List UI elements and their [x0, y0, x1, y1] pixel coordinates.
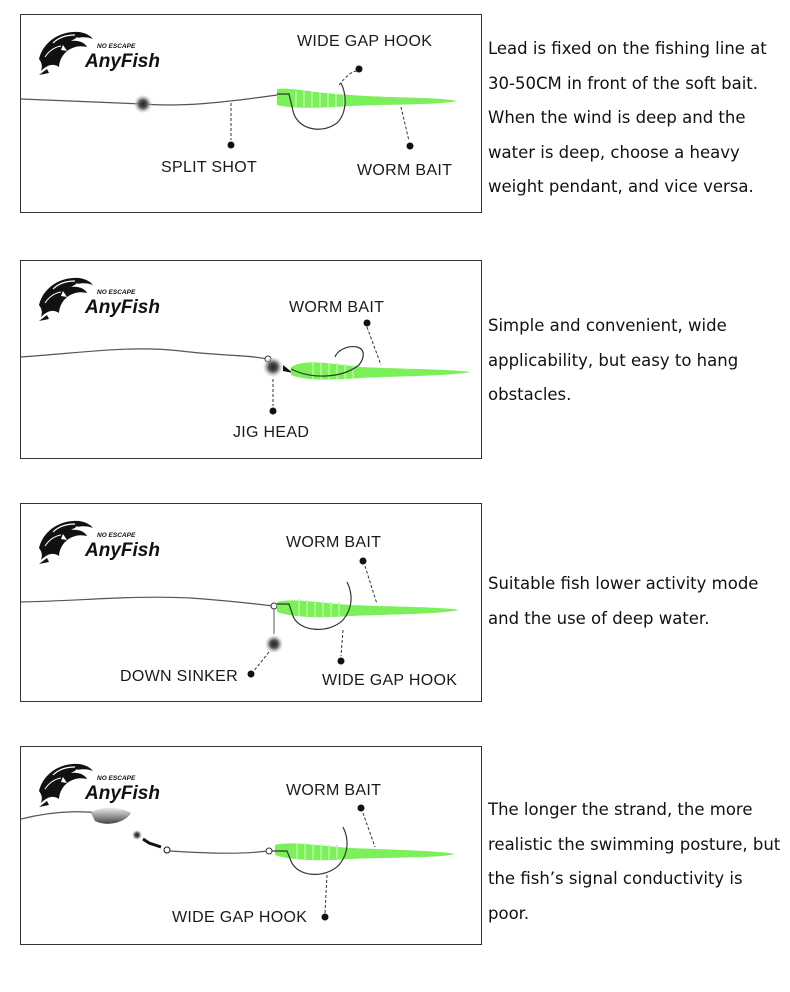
- bead: [132, 830, 142, 840]
- brand-name: AnyFish: [84, 540, 160, 561]
- brand-tagline: NO ESCAPE: [97, 532, 136, 539]
- description-split-shot: Lead is fixed on the fishing line at 30-…: [488, 39, 767, 196]
- wide-gap-hook: [277, 581, 352, 630]
- jig-head-rig-diagram: NO ESCAPE AnyFish WORM BAIT JIG HEAD: [21, 277, 471, 441]
- brand-tagline: NO ESCAPE: [97, 289, 136, 296]
- worm-bait: [277, 599, 459, 618]
- rig-panel-split-shot: NO ESCAPE AnyFish WIDE GAP HOOK SPLIT SH…: [20, 14, 482, 213]
- drop-shot-rig-diagram: NO ESCAPE AnyFish WORM BAIT DOWN SINKER …: [21, 520, 459, 689]
- rig-panel-jig-head: NO ESCAPE AnyFish WORM BAIT JIG HEAD: [20, 260, 482, 459]
- label-split-shot: SPLIT SHOT: [161, 159, 257, 176]
- label-wide-gap-hook: WIDE GAP HOOK: [297, 33, 432, 50]
- jig-hook: [290, 346, 364, 377]
- label-worm-bait: WORM BAIT: [286, 534, 381, 551]
- label-wide-gap-hook: WIDE GAP HOOK: [322, 672, 457, 689]
- description-drop-shot: Suitable fish lower activity mode and th…: [488, 574, 759, 628]
- down-sinker-weight: [265, 635, 283, 653]
- fishing-line: [21, 348, 268, 360]
- rig-panel-carolina: NO ESCAPE AnyFish WORM BAIT WIDE GAP HOO…: [20, 746, 482, 945]
- brand-logo: NO ESCAPE AnyFish: [38, 31, 160, 76]
- label-worm-bait: WORM BAIT: [289, 299, 384, 316]
- rig-panel-drop-shot: NO ESCAPE AnyFish WORM BAIT DOWN SINKER …: [20, 503, 482, 702]
- wide-gap-hook: [277, 82, 346, 130]
- brand-tagline: NO ESCAPE: [97, 775, 136, 782]
- leader-line: [169, 850, 268, 854]
- brand-name: AnyFish: [84, 51, 160, 72]
- description-carolina: The longer the strand, the more realisti…: [488, 800, 781, 923]
- wide-gap-hook: [272, 826, 348, 875]
- bullet-sinker: [91, 807, 131, 824]
- split-shot-weight: [134, 95, 152, 113]
- brand-tagline: NO ESCAPE: [97, 43, 136, 50]
- label-worm-bait: WORM BAIT: [357, 162, 452, 179]
- brand-name: AnyFish: [84, 783, 160, 804]
- fishing-line: [21, 596, 274, 607]
- carolina-rig-diagram: NO ESCAPE AnyFish WORM BAIT WIDE GAP HOO…: [21, 763, 455, 926]
- split-shot-rig-diagram: NO ESCAPE AnyFish WIDE GAP HOOK SPLIT SH…: [21, 31, 457, 179]
- label-worm-bait: WORM BAIT: [286, 782, 381, 799]
- label-down-sinker: DOWN SINKER: [120, 668, 238, 685]
- brand-name: AnyFish: [84, 297, 160, 318]
- worm-bait: [277, 88, 457, 108]
- brand-logo: NO ESCAPE AnyFish: [38, 277, 160, 322]
- swivel: [142, 837, 162, 849]
- jig-head-weight: [263, 357, 283, 377]
- label-jig-head: JIG HEAD: [233, 424, 309, 441]
- worm-bait: [275, 843, 455, 861]
- label-wide-gap-hook: WIDE GAP HOOK: [172, 909, 307, 926]
- description-jig-head: Simple and convenient, wide applicabilit…: [488, 316, 739, 404]
- brand-logo: NO ESCAPE AnyFish: [38, 763, 160, 808]
- brand-logo: NO ESCAPE AnyFish: [38, 520, 160, 565]
